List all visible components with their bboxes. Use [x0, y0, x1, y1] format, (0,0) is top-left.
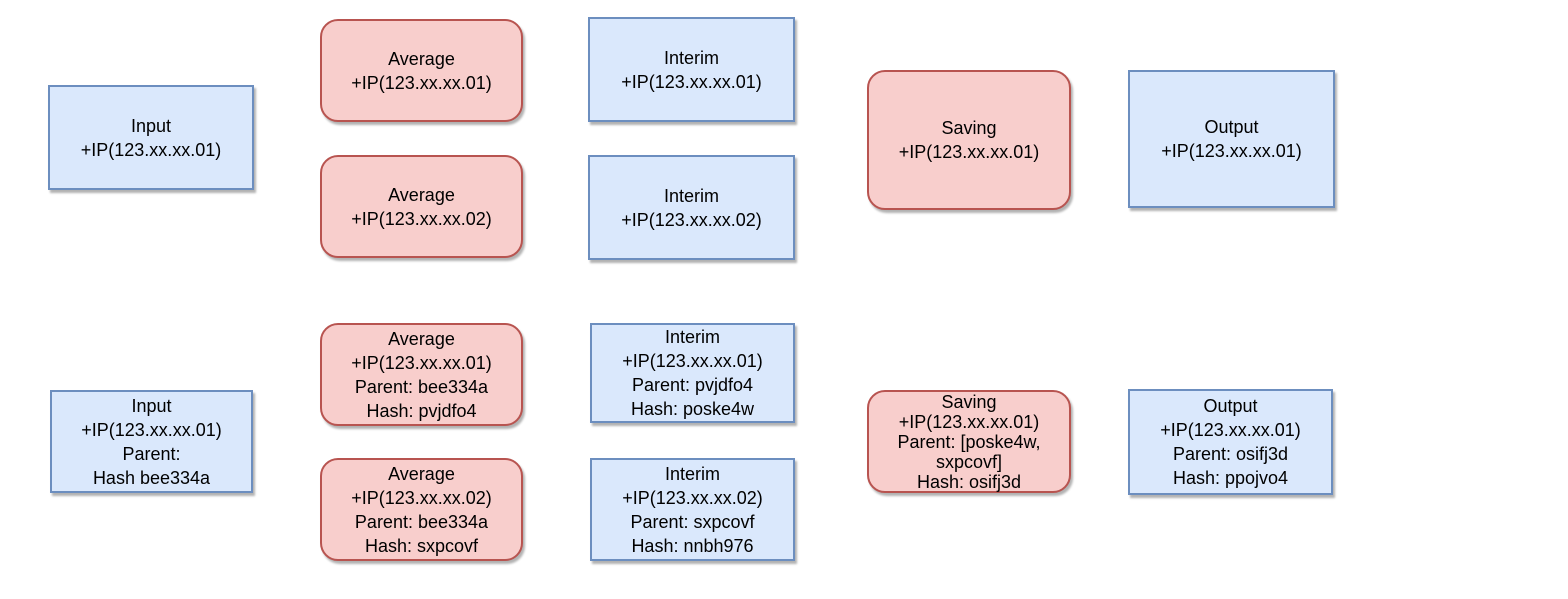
saving-node-run2: Saving +IP(123.xx.xx.01) Parent: [poske4…	[867, 390, 1071, 493]
output-node-run2: Output +IP(123.xx.xx.01) Parent: osifj3d…	[1128, 389, 1333, 495]
average-node-01-run2: Average +IP(123.xx.xx.01) Parent: bee334…	[320, 323, 523, 426]
saving-node-run1: Saving +IP(123.xx.xx.01)	[867, 70, 1071, 210]
average-node-02-run1: Average +IP(123.xx.xx.02)	[320, 155, 523, 258]
interim-node-01-run2: Interim +IP(123.xx.xx.01) Parent: pvjdfo…	[590, 323, 795, 423]
output-node-run1: Output +IP(123.xx.xx.01)	[1128, 70, 1335, 208]
interim-node-01-run1: Interim +IP(123.xx.xx.01)	[588, 17, 795, 122]
input-node-run1: Input +IP(123.xx.xx.01)	[48, 85, 254, 190]
average-node-01-run1: Average +IP(123.xx.xx.01)	[320, 19, 523, 122]
interim-node-02-run2: Interim +IP(123.xx.xx.02) Parent: sxpcov…	[590, 458, 795, 561]
average-node-02-run2: Average +IP(123.xx.xx.02) Parent: bee334…	[320, 458, 523, 561]
interim-node-02-run1: Interim +IP(123.xx.xx.02)	[588, 155, 795, 260]
input-node-run2: Input +IP(123.xx.xx.01) Parent: Hash bee…	[50, 390, 253, 493]
